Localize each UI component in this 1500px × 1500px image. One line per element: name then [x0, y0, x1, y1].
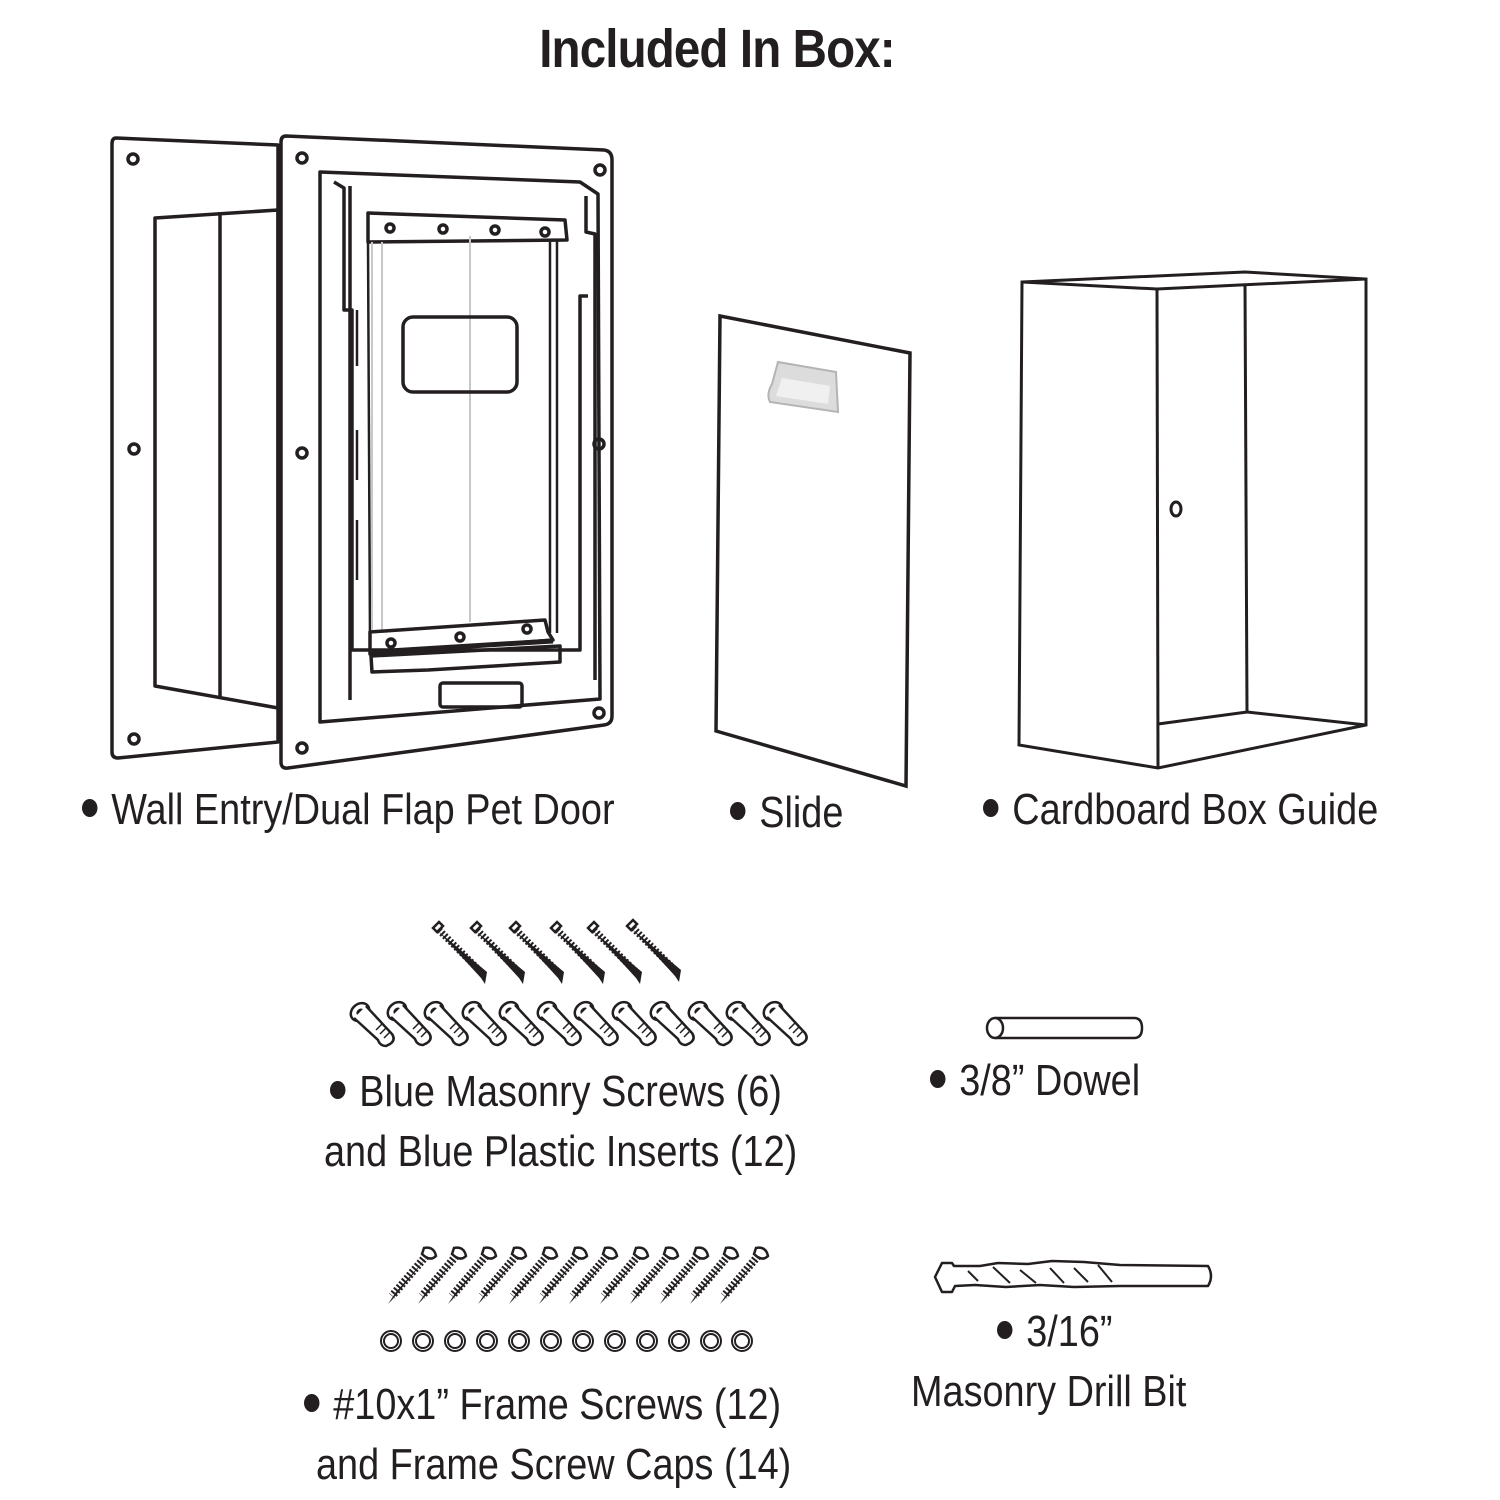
drill-bit-label-line1: 3/16” — [997, 1302, 1112, 1361]
cardboard-box-illustration — [1017, 270, 1368, 770]
frame-label-line1: #10x1” Frame Screws (12) — [304, 1375, 781, 1434]
pet-door-label: Wall Entry/Dual Flap Pet Door — [82, 780, 614, 839]
box-guide-label: Cardboard Box Guide — [983, 780, 1378, 839]
dowel-illustration — [985, 1016, 1144, 1040]
frame-screw-caps-illustration — [380, 1330, 753, 1352]
dowel-label: 3/8” Dowel — [930, 1051, 1140, 1110]
drill-bit-illustration — [933, 1259, 1213, 1294]
plastic-inserts-illustration — [345, 997, 808, 1048]
drill-bit-label-line2: Masonry Drill Bit — [911, 1367, 1187, 1416]
pet-door-illustration — [110, 134, 614, 770]
slide-label: Slide — [730, 783, 843, 842]
masonry-label-line2: and Blue Plastic Inserts (12) — [324, 1127, 798, 1176]
masonry-label-line1: Blue Masonry Screws (6) — [330, 1062, 782, 1121]
masonry-screws-illustration — [433, 920, 681, 984]
frame-label-line2: and Frame Screw Caps (14) — [316, 1440, 792, 1489]
page-title: Included In Box: — [539, 19, 895, 79]
slide-panel-illustration — [714, 313, 912, 789]
frame-screws-illustration — [388, 1248, 768, 1304]
